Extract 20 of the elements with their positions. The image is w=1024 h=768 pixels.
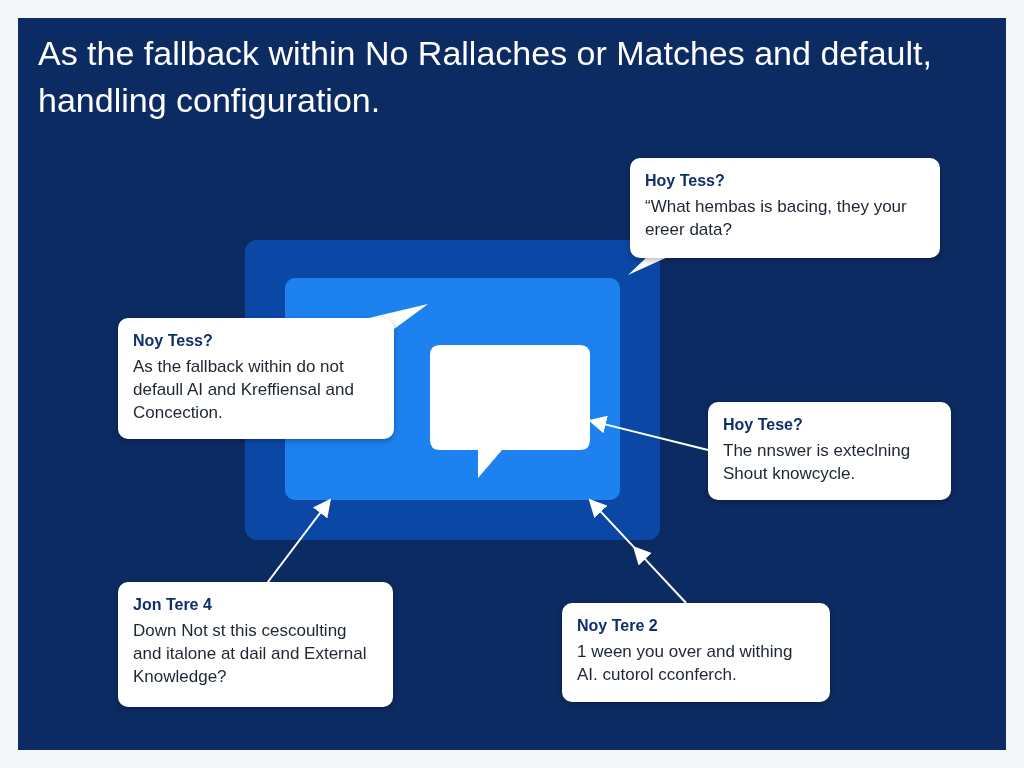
callout-text: The nnswer is exteclning Shout knowcycle. [723, 440, 912, 485]
callout-box [118, 318, 394, 439]
arrow [588, 415, 709, 451]
callout-heading: Noy Tess? [133, 332, 214, 350]
callout-text: Down Not st this cescoulting and italone at dail and External Knowledge? [133, 620, 368, 688]
callout-text: As the fallback within do not defaull AI and Kreffiensal and Concection. [133, 356, 355, 424]
callout-text: 1 ween you over and withing AI. cutorol cconferch. [577, 641, 794, 686]
speech-bubble [430, 345, 590, 478]
callout-box [562, 603, 830, 702]
arrow [588, 499, 688, 604]
callout-heading: Hoy Tese? [723, 416, 804, 434]
arrow [266, 498, 331, 583]
callout-heading: Jon Tere 4 [133, 596, 213, 614]
callout-box [708, 402, 951, 500]
callout-text: “What hembas is bacing, they your ereer data? [645, 196, 908, 241]
callout-box [630, 158, 940, 258]
callout-box [118, 582, 393, 707]
title: As the fallback within No Rallaches or Matches and default, handling configuration. [38, 33, 933, 121]
callout-heading: Hoy Tess? [645, 172, 726, 190]
callout-heading: Noy Tere 2 [577, 617, 659, 635]
